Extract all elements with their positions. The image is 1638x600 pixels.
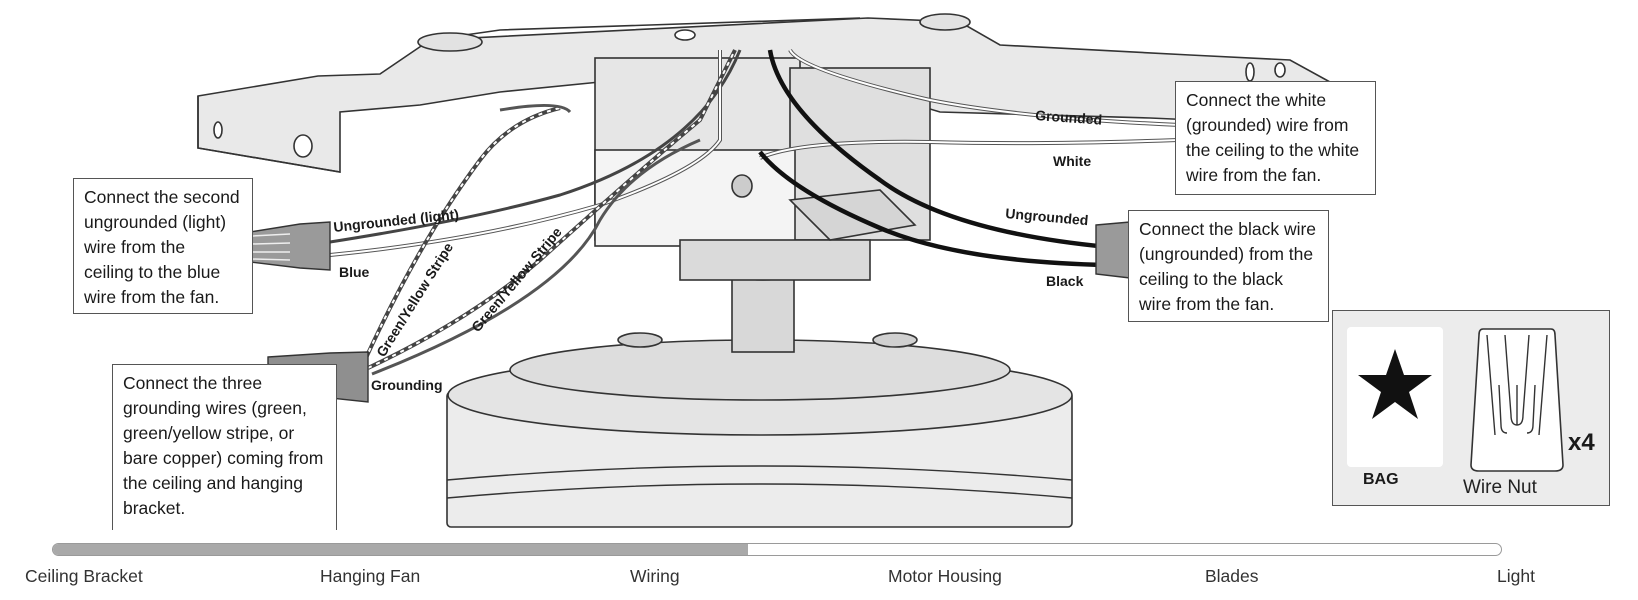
hardware-bag bbox=[1347, 327, 1443, 467]
wire-nut-icon bbox=[1470, 328, 1564, 472]
wire-nut-light bbox=[249, 221, 331, 271]
step-wiring: Wiring bbox=[630, 566, 680, 586]
wire-nut-label: Wire Nut bbox=[1463, 477, 1537, 498]
progress-fill bbox=[53, 544, 749, 555]
ceiling-bracket bbox=[197, 13, 1331, 281]
motor-housing bbox=[446, 263, 1073, 528]
step-hanging-fan: Hanging Fan bbox=[320, 566, 421, 586]
star-icon bbox=[1358, 349, 1432, 419]
label-ungrounded: Ungrounded bbox=[1005, 205, 1089, 228]
wires bbox=[329, 48, 1181, 376]
label-white: White bbox=[1053, 153, 1091, 169]
quantity-label: x4 bbox=[1568, 429, 1595, 456]
step-motor-housing: Motor Housing bbox=[888, 566, 1002, 586]
callout-black-wire: Connect the black wire (ungrounded) from… bbox=[1128, 210, 1329, 322]
label-black: Black bbox=[1046, 273, 1084, 289]
step-light: Light bbox=[1497, 566, 1535, 586]
parts-box: BAG Wire Nut x4 bbox=[1332, 310, 1610, 506]
callout-grounding-wires: Connect the three grounding wires (green… bbox=[112, 364, 337, 530]
callout-white-wire: Connect the white (grounded) wire from t… bbox=[1175, 81, 1376, 195]
bag-label: BAG bbox=[1363, 471, 1399, 488]
step-blades: Blades bbox=[1205, 566, 1259, 586]
progress-bar bbox=[52, 543, 1502, 556]
label-blue: Blue bbox=[339, 264, 370, 280]
callout-light-wire: Connect the second ungrounded (light) wi… bbox=[73, 178, 253, 314]
step-ceiling-bracket: Ceiling Bracket bbox=[25, 566, 143, 586]
label-grounded: Grounded bbox=[1035, 107, 1103, 128]
label-grounding: Grounding bbox=[371, 377, 443, 393]
